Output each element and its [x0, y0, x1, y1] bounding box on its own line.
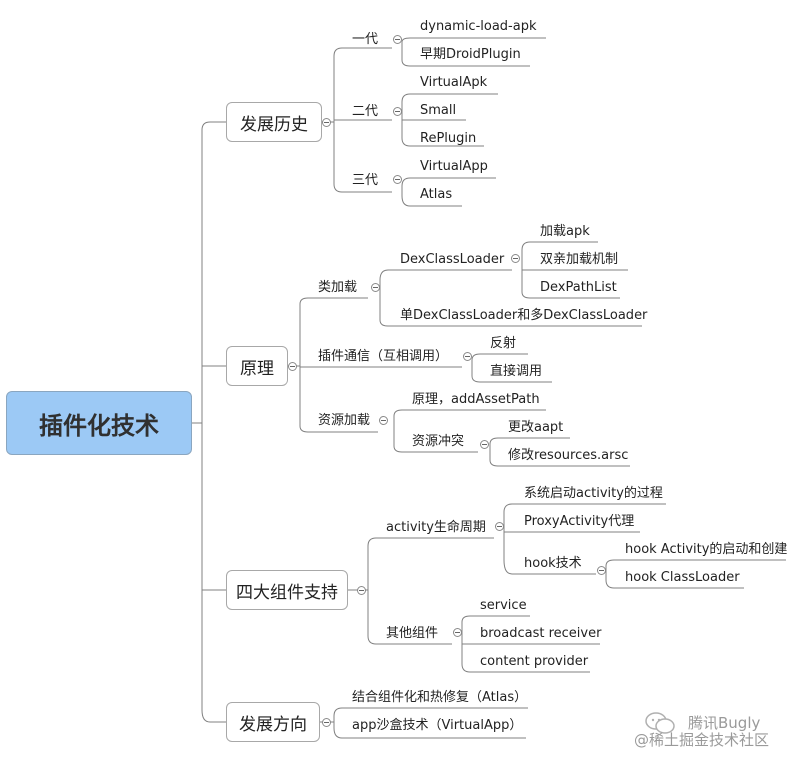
node-others[interactable]: 其他组件	[386, 626, 439, 641]
node-lifecycle[interactable]: activity生命周期	[386, 520, 486, 535]
node-gen3[interactable]: 三代	[352, 173, 379, 188]
collapse-toggle[interactable]	[357, 586, 366, 595]
collapse-toggle[interactable]	[322, 118, 331, 127]
node-leaf[interactable]: 加载apk	[540, 224, 590, 239]
node-leaf[interactable]: 早期DroidPlugin	[420, 47, 521, 62]
node-leaf[interactable]: 结合组件化和热修复（Atlas）	[352, 690, 528, 705]
watermark-bugly: 腾讯Bugly	[688, 714, 761, 732]
collapse-toggle[interactable]	[371, 283, 380, 292]
node-classload[interactable]: 类加载	[318, 280, 358, 295]
node-leaf[interactable]: VirtualApp	[420, 159, 488, 174]
root-node[interactable]: 插件化技术	[6, 391, 192, 455]
collapse-toggle[interactable]	[393, 175, 402, 184]
node-leaf[interactable]: ProxyActivity代理	[524, 514, 635, 529]
node-leaf[interactable]: hook ClassLoader	[625, 570, 740, 585]
collapse-toggle[interactable]	[597, 566, 606, 575]
node-leaf[interactable]: Atlas	[420, 187, 453, 202]
node-leaf[interactable]: DexPathList	[540, 280, 617, 295]
node-leaf[interactable]: VirtualApk	[420, 75, 488, 90]
node-leaf[interactable]: app沙盒技术（VirtualApp）	[352, 718, 523, 733]
node-leaf[interactable]: 单DexClassLoader和多DexClassLoader	[400, 308, 648, 323]
node-res[interactable]: 资源加载	[318, 413, 371, 428]
node-leaf[interactable]: 直接调用	[490, 364, 543, 379]
watermark-juejin: @稀土掘金技术社区	[634, 731, 770, 749]
collapse-toggle[interactable]	[393, 107, 402, 116]
node-conflict[interactable]: 资源冲突	[412, 434, 465, 449]
collapse-toggle[interactable]	[463, 352, 472, 361]
node-hook[interactable]: hook技术	[524, 556, 582, 571]
node-comm[interactable]: 插件通信（互相调用）	[318, 349, 449, 364]
collapse-toggle[interactable]	[480, 440, 489, 449]
node-leaf[interactable]: 系统启动activity的过程	[524, 486, 663, 501]
node-leaf[interactable]: content provider	[480, 654, 589, 669]
node-gen2[interactable]: 二代	[352, 104, 379, 119]
collapse-toggle[interactable]	[511, 254, 520, 263]
node-leaf[interactable]: 双亲加载机制	[540, 252, 619, 267]
node-leaf[interactable]: 更改aapt	[508, 420, 564, 435]
collapse-toggle[interactable]	[379, 416, 388, 425]
node-leaf[interactable]: RePlugin	[420, 131, 477, 146]
node-leaf[interactable]: service	[480, 598, 527, 613]
branch-principle[interactable]: 原理	[226, 346, 288, 386]
node-leaf[interactable]: 反射	[490, 336, 517, 351]
node-leaf[interactable]: 原理，addAssetPath	[412, 392, 540, 407]
node-gen1[interactable]: 一代	[352, 32, 379, 47]
collapse-toggle[interactable]	[495, 522, 504, 531]
collapse-toggle[interactable]	[322, 718, 331, 727]
node-leaf[interactable]: Small	[420, 103, 457, 118]
wechat-icon	[645, 712, 675, 734]
branch-components[interactable]: 四大组件支持	[226, 570, 348, 610]
node-dexclassloader[interactable]: DexClassLoader	[400, 252, 505, 267]
collapse-toggle[interactable]	[393, 35, 402, 44]
branch-future[interactable]: 发展方向	[226, 702, 320, 742]
collapse-toggle[interactable]	[453, 628, 462, 637]
node-leaf[interactable]: dynamic-load-apk	[420, 19, 537, 34]
node-leaf[interactable]: hook Activity的启动和创建	[625, 542, 788, 557]
node-leaf[interactable]: broadcast receiver	[480, 626, 602, 641]
branch-history[interactable]: 发展历史	[226, 102, 322, 142]
collapse-toggle[interactable]	[288, 362, 297, 371]
node-leaf[interactable]: 修改resources.arsc	[508, 448, 629, 463]
